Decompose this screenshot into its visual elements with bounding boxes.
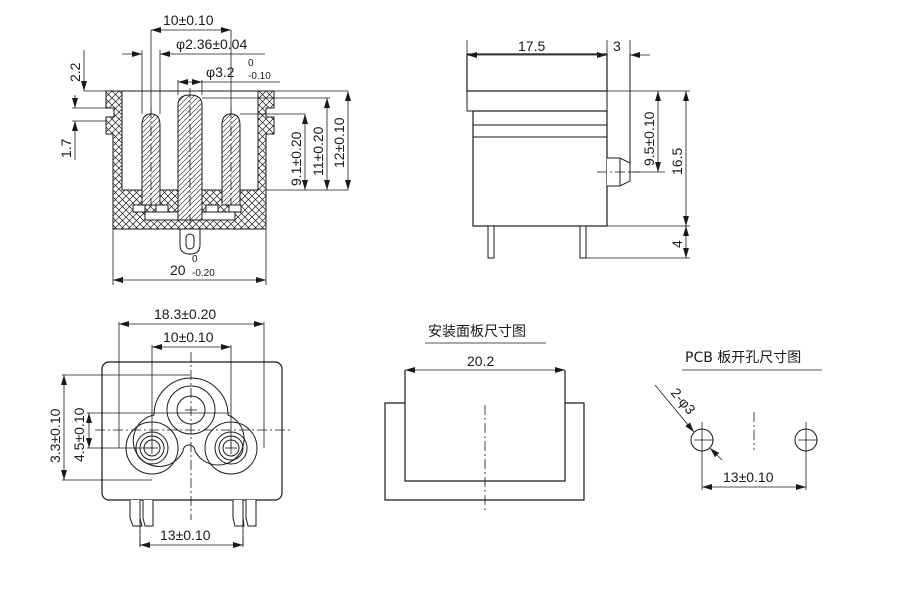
dim-height-b: 11±0.20 <box>310 126 326 176</box>
dim-pcb-pitch: 13±0.10 <box>723 469 774 485</box>
pcb-layout-view: PCB 板开孔尺寸图 2-φ3 13±0.10 <box>654 350 822 490</box>
dim-height-a: 9.1±0.20 <box>288 131 304 186</box>
base-slot <box>228 204 242 213</box>
face-leg-left <box>129 500 154 527</box>
side-top-block <box>466 53 608 92</box>
right-pin-section <box>221 113 241 206</box>
side-leg-right <box>579 225 587 259</box>
side-body <box>472 110 608 227</box>
face-outline <box>101 361 283 501</box>
left-pin-section <box>141 113 161 206</box>
dim-leg-pitch: 13±0.10 <box>160 527 211 543</box>
panel-cutout-view: 安装面板尺寸图 20.2 <box>384 324 585 510</box>
base-slot <box>132 204 146 213</box>
dim-face-pin-pitch: 10±0.10 <box>163 329 214 345</box>
dim-height-c: 12±0.10 <box>331 117 347 168</box>
center-pin-section <box>177 94 203 221</box>
face-view: 18.3±0.20 10±0.10 3.3±0.10 4.5±0.10 13±0… <box>47 306 290 548</box>
base-slot <box>155 204 169 213</box>
dim-vertical-b: 4.5±0.10 <box>71 407 87 462</box>
dim-width: 20 <box>170 262 186 278</box>
side-view: 17.5 3 9.5±0.10 16.5 4 <box>466 38 690 259</box>
dim-pin-pitch: 10±0.10 <box>163 12 214 28</box>
base-slot <box>205 204 219 213</box>
panel-outer <box>384 402 585 501</box>
pcb-layout-title: PCB 板开孔尺寸图 <box>685 350 801 366</box>
dim-outer-width: 18.3±0.20 <box>154 306 216 322</box>
dim-pin-height: 9.5±0.10 <box>641 111 657 166</box>
dim-panel-width: 20.2 <box>467 353 494 369</box>
dim-top-offset: 2.2 <box>67 62 83 82</box>
panel-cutout-title: 安装面板尺寸图 <box>428 324 526 340</box>
dim-leg-length: 4 <box>669 240 685 248</box>
dim-body-height: 16.5 <box>669 148 685 175</box>
face-leg-right <box>232 500 257 527</box>
dim-depth: 17.5 <box>518 38 545 54</box>
dim-hole-size: 2-φ3 <box>668 385 699 418</box>
dim-slot-height: 1.7 <box>58 138 74 158</box>
dim-width-tol-lower: -0.20 <box>192 268 215 279</box>
dim-center-pin-diameter: φ3.2 <box>206 64 235 80</box>
dim-pin-diameter: φ2.36±0.04 <box>176 36 247 52</box>
dim-center-pin-tol-upper: 0 <box>248 58 254 69</box>
dim-flange: 3 <box>613 38 621 54</box>
tab-hole <box>185 233 195 250</box>
dim-center-pin-tol-lower: -0.10 <box>248 71 271 82</box>
front-section-view: 10±0.10 φ2.36±0.04 φ3.2 0 -0.10 2.2 1.7 … <box>58 12 351 285</box>
side-leg-left <box>487 225 495 259</box>
dim-width-tol-upper: 0 <box>192 254 198 265</box>
dim-vertical-a: 3.3±0.10 <box>47 408 63 463</box>
